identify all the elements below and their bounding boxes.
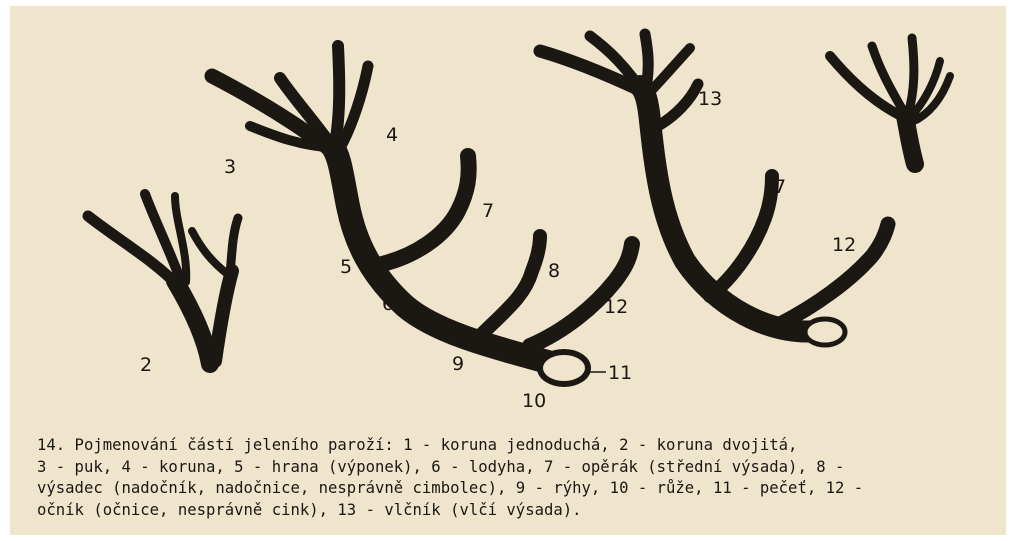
leader-line: [10, 6, 1006, 426]
caption-line: výsadec (nadočník, nadočnice, nesprávně …: [37, 478, 997, 500]
caption-line: 3 - puk, 4 - koruna, 5 - hrana (výponek)…: [37, 457, 997, 479]
caption-line: očník (očnice, nesprávně cink), 13 - vlč…: [37, 500, 997, 522]
book-page: 2 3 4 5 6 7 7 8 9 10 11 12 12 13 14. Poj…: [10, 6, 1006, 535]
caption-line: 14. Pojmenování částí jeleního paroží: 1…: [37, 435, 997, 457]
figure-caption: 14. Pojmenování částí jeleního paroží: 1…: [37, 435, 997, 521]
